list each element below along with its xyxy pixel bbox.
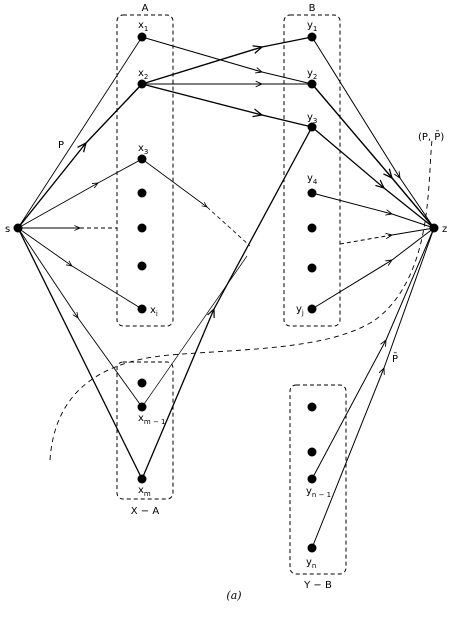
vertex-x1-label: x1 xyxy=(138,20,148,33)
vertex-xm xyxy=(137,474,147,484)
vertex-x2 xyxy=(137,79,147,89)
vertex-xm1-label: xm − 1 xyxy=(138,413,166,426)
vertex-y3 xyxy=(307,122,317,132)
vertex-yn1-label: yn − 1 xyxy=(306,486,331,499)
vertex-xm-label: xm xyxy=(138,485,151,498)
vertex-yn xyxy=(307,543,317,553)
vertex-yb-dot xyxy=(307,447,317,457)
vertex-xa-dot xyxy=(137,378,147,388)
set-X-minus-A-box xyxy=(116,361,174,500)
vertex-x1 xyxy=(137,32,147,42)
cut-label: (P, P̄) xyxy=(418,130,444,143)
vertex-y1-label: y1 xyxy=(307,20,317,33)
vertex-z xyxy=(429,223,439,233)
vertex-yj-label: yj xyxy=(296,304,304,317)
set-A-box xyxy=(116,14,174,327)
vertex-y2 xyxy=(307,79,317,89)
vertex-yn1 xyxy=(307,474,317,484)
vertex-x3 xyxy=(137,154,147,164)
set-X-minus-A-label: X − A xyxy=(131,506,160,517)
set-B-label: B xyxy=(309,3,316,14)
vertex-z-label: z xyxy=(442,224,447,235)
vertex-y4 xyxy=(307,188,317,198)
vertex-a-dot xyxy=(137,261,147,271)
vertex-b-dot xyxy=(307,263,317,273)
vertex-y3-label: y3 xyxy=(307,112,317,125)
vertex-y2-label: y2 xyxy=(307,68,317,81)
vertex-yn-label: yn xyxy=(306,557,316,570)
path-P-label: P xyxy=(58,140,64,151)
vertex-yb-dot xyxy=(307,402,317,412)
vertex-a-dot xyxy=(137,188,147,198)
vertex-b-dot xyxy=(307,223,317,233)
set-Y-minus-B-label: Y − B xyxy=(303,580,332,591)
vertex-x3-label: x3 xyxy=(138,143,148,156)
set-Y-minus-B-box xyxy=(289,384,347,575)
figure-caption: (a) xyxy=(226,589,241,602)
vertex-xi xyxy=(137,304,147,314)
vertex-y4-label: y4 xyxy=(307,173,318,186)
set-B-box xyxy=(283,14,341,327)
vertices xyxy=(13,32,439,553)
vertex-s xyxy=(13,223,23,233)
vertex-xm1 xyxy=(137,402,147,412)
vertex-a-dot xyxy=(137,223,147,233)
source-edges xyxy=(17,36,143,480)
vertex-yj xyxy=(307,304,317,314)
sink-edges xyxy=(311,36,435,549)
cut-curve xyxy=(49,139,433,461)
vertex-s-label: s xyxy=(5,224,10,235)
vertex-y1 xyxy=(307,32,317,42)
path-P-bar-label: P̄ xyxy=(392,352,398,365)
vertex-xi-label: xi xyxy=(150,305,158,318)
vertex-x2-label: x2 xyxy=(138,68,148,81)
middle-edges xyxy=(141,36,313,480)
set-A-label: A xyxy=(142,3,149,14)
